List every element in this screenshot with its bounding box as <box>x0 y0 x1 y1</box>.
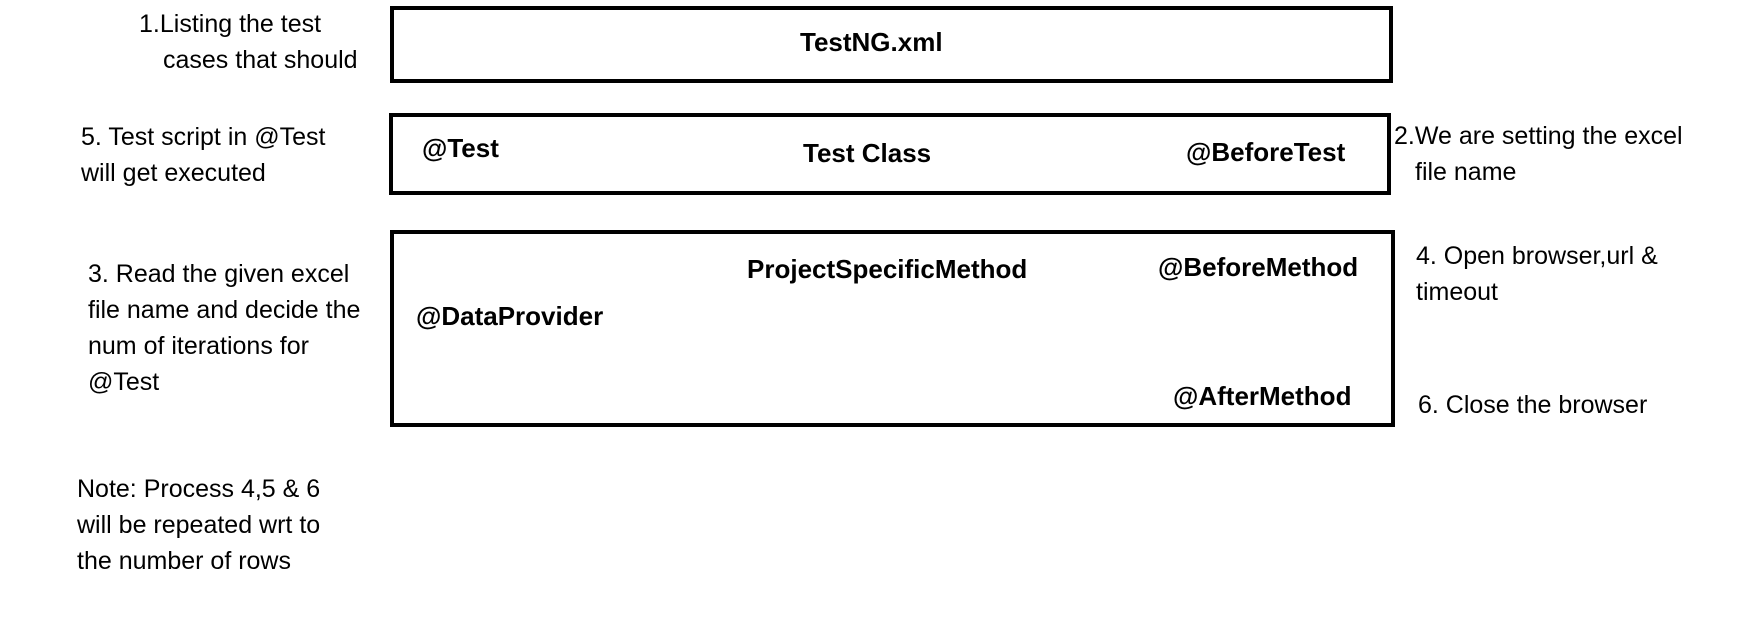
testng-xml-box <box>390 6 1393 83</box>
step3-line3: num of iterations for <box>88 332 309 360</box>
repeat-note-line2: will be repeated wrt to <box>77 511 321 539</box>
step3-line1: 3. Read the given excel <box>88 260 350 288</box>
step1-note: 1.Listing the test cases that should <box>139 6 358 78</box>
step4-note: 4. Open browser,url & timeout <box>1416 238 1658 310</box>
data-provider-annotation-label: @DataProvider <box>416 301 604 331</box>
step3-line2: file name and decide the <box>88 296 361 324</box>
project-specific-method-title: ProjectSpecificMethod <box>747 254 1028 284</box>
before-method-annotation-label: @BeforeMethod <box>1158 252 1359 282</box>
step5-line1: 5. Test script in @Test <box>81 123 326 151</box>
step5-note: 5. Test script in @Test will get execute… <box>81 119 325 191</box>
repeat-note-line3: the number of rows <box>77 547 291 575</box>
step4-line2: timeout <box>1416 278 1498 306</box>
step3-line4: @Test <box>88 368 160 396</box>
step3-note: 3. Read the given excel file name and de… <box>88 256 360 400</box>
step6-line1: 6. Close the browser <box>1418 391 1648 419</box>
repeat-note: Note: Process 4,5 & 6 will be repeated w… <box>77 471 320 579</box>
step2-line2: file name <box>1415 158 1517 186</box>
repeat-note-line1: Note: Process 4,5 & 6 <box>77 475 321 503</box>
testng-xml-title: TestNG.xml <box>800 27 943 57</box>
step5-line2: will get executed <box>81 159 266 187</box>
step2-line1: 2.We are setting the excel <box>1394 122 1683 150</box>
before-test-annotation-label: @BeforeTest <box>1186 137 1346 167</box>
step4-line1: 4. Open browser,url & <box>1416 242 1658 270</box>
test-annotation-label: @Test <box>422 133 499 163</box>
step1-number: 1. <box>139 10 160 38</box>
step6-note: 6. Close the browser <box>1418 387 1647 423</box>
project-specific-method-box <box>390 230 1395 427</box>
after-method-annotation-label: @AfterMethod <box>1173 381 1352 411</box>
test-class-box <box>389 113 1391 195</box>
step2-note: 2.We are setting the excel file name <box>1394 118 1683 190</box>
step1-line2: cases that should <box>163 46 358 74</box>
step1-line1: Listing the test <box>159 10 322 38</box>
test-class-title: Test Class <box>803 138 932 168</box>
